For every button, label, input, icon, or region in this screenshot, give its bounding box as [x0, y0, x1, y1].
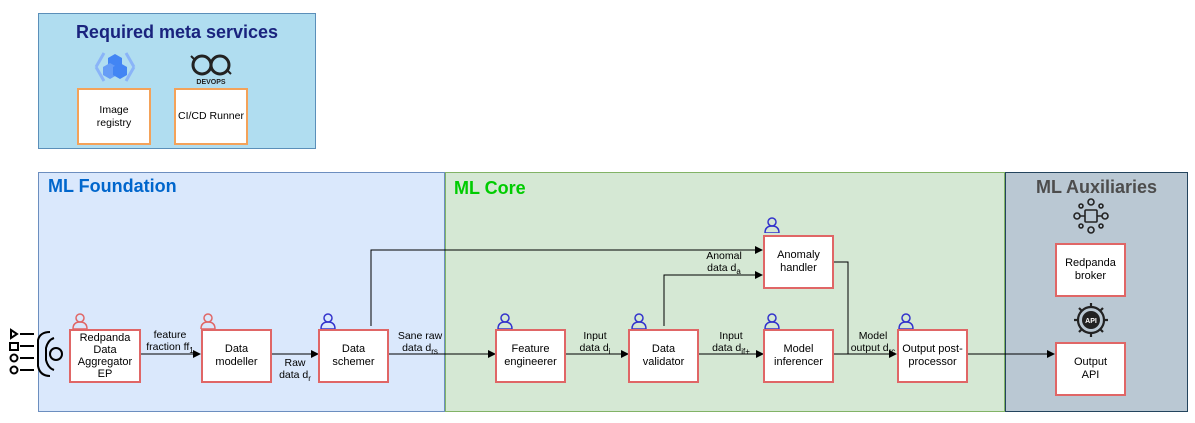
data-validator-node: Data validator — [628, 329, 699, 383]
postprocessor-line-1: Output post- — [902, 343, 963, 355]
label-anomal-line-1: Anomal — [706, 250, 742, 262]
label-raw-data-line-2: data dr — [279, 369, 311, 384]
container-registry-icon — [94, 52, 136, 82]
ml-auxiliaries-title: ML Auxiliaries — [1035, 177, 1158, 197]
label-model-output-line-1: Model — [858, 330, 888, 342]
aggregator-line-3: Aggregator — [77, 356, 133, 368]
user-icon-aggregator — [72, 313, 88, 329]
anomaly-handler-node: Anomaly handler — [763, 235, 834, 289]
postprocessor-line-2: processor — [908, 356, 957, 368]
label-feature-fraction: feature fraction ff1 — [140, 329, 200, 357]
ml-foundation-title: ML Foundation — [48, 176, 177, 196]
label-anomal-data: Anomal data da — [694, 250, 754, 278]
svg-text:API: API — [1085, 318, 1097, 325]
aggregator-line-4: EP — [97, 368, 113, 380]
api-gear-icon: API — [1074, 303, 1108, 337]
user-icon-modeller — [200, 313, 216, 329]
ml-core-title: ML Core — [454, 178, 526, 198]
cicd-runner-box: CI/CD Runner — [174, 88, 248, 145]
output-api-line-1: Output — [1073, 356, 1108, 368]
label-feature-fraction-line-1: feature — [153, 329, 187, 341]
user-icon-postprocessor — [898, 313, 914, 329]
aggregator-line-2: Data — [93, 344, 117, 356]
label-raw-data-line-1: Raw — [284, 357, 306, 369]
image-registry-label: Image registry — [96, 103, 132, 129]
image-registry-box: Image registry — [77, 88, 151, 145]
label-model-output: Model output drc — [844, 330, 902, 358]
label-model-output-line-2: output drc — [850, 342, 896, 357]
aggregator-line-1: Redpanda — [79, 332, 131, 344]
user-icon-inferencer — [764, 313, 780, 329]
label-input-di-line-2: data di — [579, 342, 611, 357]
redpanda-broker-node: Redpanda broker — [1055, 243, 1126, 297]
engineer-line-2: engineerer — [504, 356, 557, 368]
user-icon-schemer — [320, 313, 336, 329]
anomaly-line-1: Anomaly — [777, 249, 820, 261]
schemer-line-1: Data — [341, 343, 366, 355]
user-icon-anomaly — [764, 217, 780, 233]
data-ingestion-icon — [9, 328, 63, 377]
user-icon-engineer — [497, 313, 513, 329]
output-api-node: Output API — [1055, 342, 1126, 396]
label-input-data-di: Input data di — [566, 330, 624, 358]
label-sane-raw-data: Sane raw data drs — [392, 330, 448, 358]
broker-line-1: Redpanda — [1065, 257, 1116, 269]
inferencer-line-2: inferencer — [774, 356, 823, 368]
data-modeller-node: Data modeller — [201, 329, 272, 383]
engineer-line-1: Feature — [511, 343, 550, 355]
broker-line-2: broker — [1074, 270, 1107, 282]
output-api-line-2: API — [1081, 369, 1100, 381]
label-feature-fraction-line-2: fraction ff1 — [146, 341, 194, 356]
schemer-line-2: schemer — [332, 356, 375, 368]
label-anomal-line-2: data da — [707, 262, 741, 277]
data-schemer-node: Data schemer — [318, 329, 389, 383]
feature-engineerer-node: Feature engineerer — [495, 329, 566, 383]
output-postprocessor-node: Output post- processor — [897, 329, 968, 383]
label-sane-raw-line-2: data drs — [402, 342, 438, 357]
label-input-data-dif: Input data dif+ — [700, 330, 762, 358]
svg-text:DEVOPS: DEVOPS — [196, 79, 226, 86]
label-sane-raw-line-1: Sane raw — [397, 330, 443, 342]
label-input-dif-line-1: Input — [719, 330, 743, 342]
anomaly-line-2: handler — [780, 262, 817, 274]
model-inferencer-node: Model inferencer — [763, 329, 834, 383]
meta-services-title: Required meta services — [75, 22, 279, 42]
label-input-dif-line-2: data dif+ — [712, 342, 750, 357]
data-modeller-label: Data modeller — [215, 343, 258, 368]
label-raw-data: Raw data dr — [268, 357, 322, 385]
devops-icon: DEVOPS — [190, 54, 232, 86]
data-validator-label: Data validator — [642, 343, 685, 368]
inferencer-line-1: Model — [783, 343, 814, 355]
cicd-runner-label: CI/CD Runner — [178, 110, 244, 122]
redpanda-data-aggregator-node: Redpanda Data Aggregator EP — [69, 329, 141, 383]
label-input-di-line-1: Input — [583, 330, 607, 342]
user-icon-validator — [631, 313, 647, 329]
broker-hub-icon — [1073, 198, 1109, 234]
